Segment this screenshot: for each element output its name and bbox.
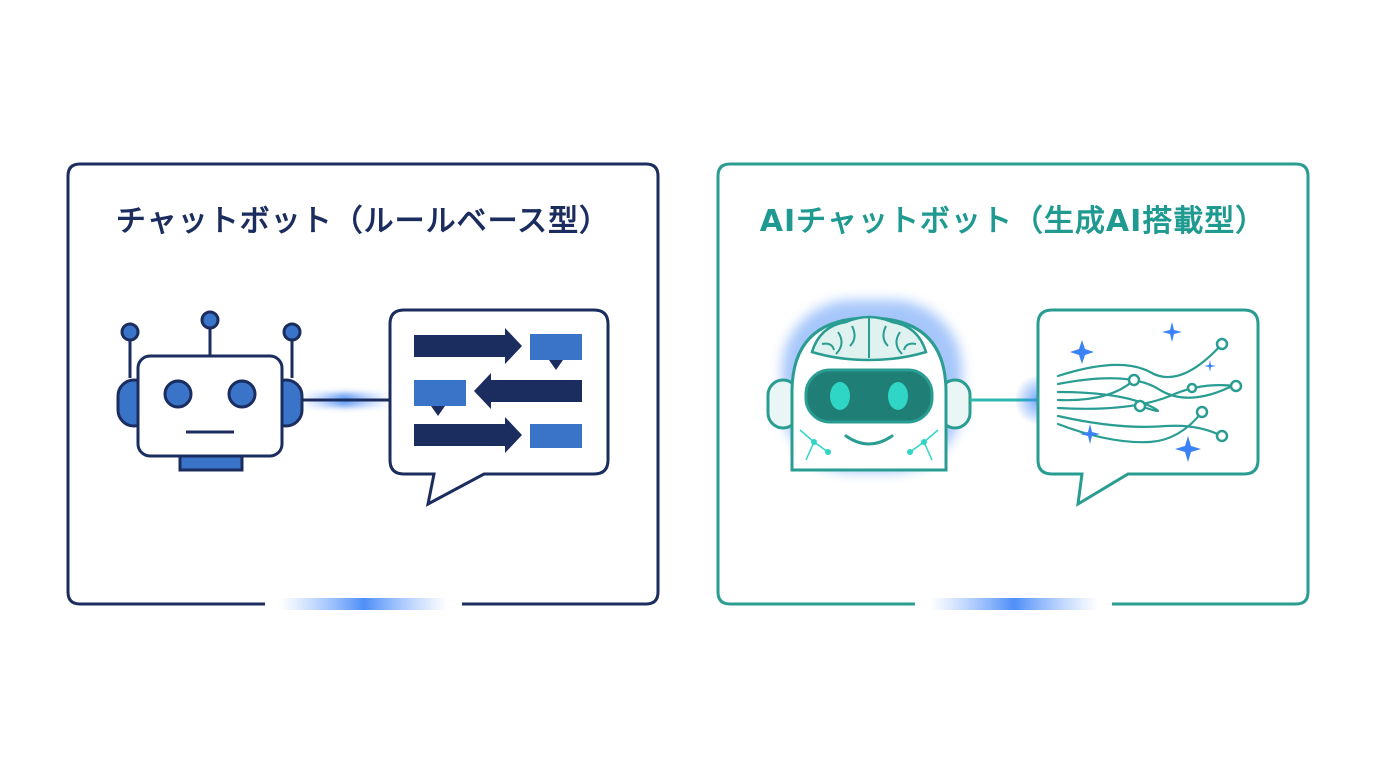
right-panel-glow-bar [930, 598, 1098, 610]
flowchart-speech-bubble-icon [388, 308, 610, 507]
left-panel-glow-bar [280, 598, 448, 610]
neural-network-speech-bubble-icon [1036, 308, 1260, 507]
rule-based-chatbot-title: チャットボット（ルールベース型） [115, 204, 611, 239]
panel-rule-based [66, 162, 660, 610]
right-panel-frame [716, 162, 1310, 606]
panel-generative-ai [716, 162, 1310, 610]
left-panel-frame [66, 162, 660, 606]
ai-robot-brain-icon [766, 300, 972, 472]
left-connector-line [300, 393, 390, 407]
ai-chatbot-title: AIチャットボット（生成AI搭載型） [759, 204, 1267, 239]
robot-icon [116, 310, 304, 472]
